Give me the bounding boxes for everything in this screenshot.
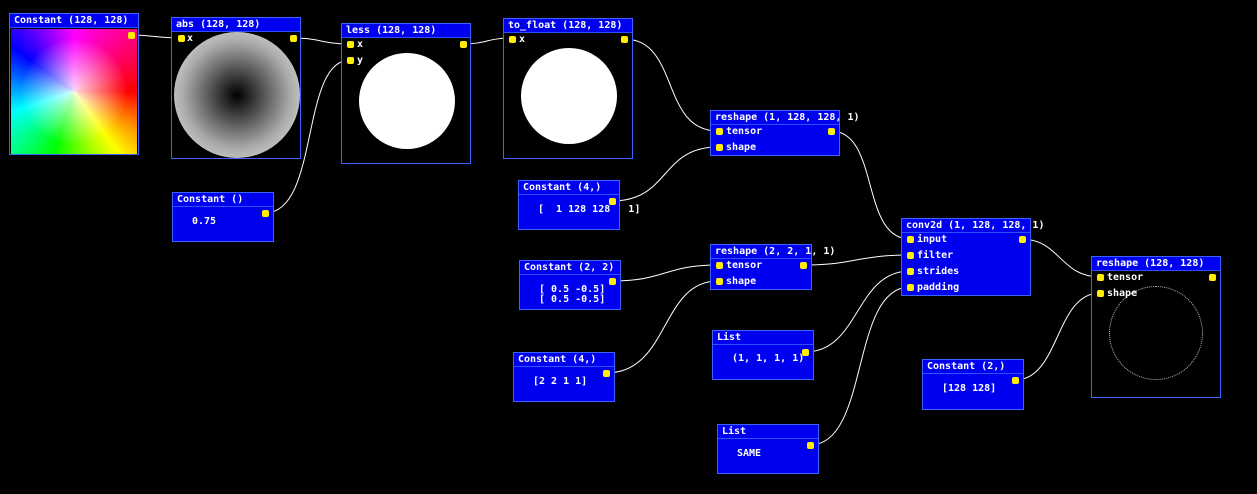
port-label-tensor: tensor	[1107, 272, 1144, 283]
node-reshape-3[interactable]: reshape (128, 128) tensor shape	[1091, 256, 1221, 398]
node-title: Constant ()	[173, 193, 273, 207]
node-constant-scalar[interactable]: Constant () 0.75	[172, 192, 274, 242]
port-label-x: x	[187, 33, 194, 44]
input-port-tensor[interactable]	[1097, 274, 1104, 281]
port-label-strides: strides	[917, 266, 960, 277]
output-port[interactable]	[828, 128, 835, 135]
node-value: (1, 1, 1, 1)	[732, 353, 805, 364]
input-port-x[interactable]	[509, 36, 516, 43]
node-title: to_float (128, 128)	[504, 19, 632, 33]
node-title: Constant (2, 2)	[520, 261, 620, 275]
node-title: Constant (4,)	[514, 353, 614, 367]
input-port-strides[interactable]	[907, 268, 914, 275]
output-port[interactable]	[1019, 236, 1026, 243]
input-port-y[interactable]	[347, 57, 354, 64]
node-abs[interactable]: abs (128, 128) x	[171, 17, 301, 159]
input-port-input[interactable]	[907, 236, 914, 243]
port-label-shape: shape	[726, 142, 757, 153]
edge-ring-image	[1109, 286, 1203, 380]
node-constant-filter[interactable]: Constant (2, 2) [ 0.5 -0.5] [ 0.5 -0.5]	[519, 260, 621, 310]
input-port-tensor[interactable]	[716, 262, 723, 269]
node-title: Constant (4,)	[519, 181, 619, 195]
node-title: abs (128, 128)	[172, 18, 300, 32]
port-label-shape: shape	[1107, 288, 1138, 299]
node-title: reshape (2, 2, 1, 1)	[711, 245, 835, 259]
node-title: List	[713, 331, 813, 345]
node-value-row-2: [ 0.5 -0.5]	[539, 294, 606, 305]
input-port-padding[interactable]	[907, 284, 914, 291]
port-label-x: x	[357, 39, 364, 50]
input-port-filter[interactable]	[907, 252, 914, 259]
node-list-strides[interactable]: List (1, 1, 1, 1)	[712, 330, 814, 380]
output-port[interactable]	[603, 370, 610, 377]
port-label-tensor: tensor	[726, 260, 763, 271]
input-port-shape[interactable]	[1097, 290, 1104, 297]
node-value: 0.75	[192, 216, 217, 227]
node-value: [ 1 128 128 1]	[538, 204, 641, 215]
port-label-y: y	[357, 55, 364, 66]
node-constant-out-shape[interactable]: Constant (2,) [128 128]	[922, 359, 1024, 410]
node-title: reshape (1, 128, 128, 1)	[711, 111, 860, 125]
input-port-x[interactable]	[178, 35, 185, 42]
white-disc-image	[521, 48, 617, 144]
output-port[interactable]	[609, 198, 616, 205]
gradient-disc-image	[174, 32, 300, 158]
node-reshape-1[interactable]: reshape (1, 128, 128, 1) tensor shape	[710, 110, 860, 156]
output-port[interactable]	[262, 210, 269, 217]
output-port[interactable]	[128, 32, 135, 39]
input-port-shape[interactable]	[716, 278, 723, 285]
node-list-padding[interactable]: List SAME	[717, 424, 819, 474]
port-label-filter: filter	[917, 250, 954, 261]
input-port-shape[interactable]	[716, 144, 723, 151]
node-reshape-2[interactable]: reshape (2, 2, 1, 1) tensor shape	[710, 244, 835, 290]
node-to-float[interactable]: to_float (128, 128) x	[503, 18, 633, 159]
node-title: less (128, 128)	[342, 24, 470, 38]
node-title: Constant (128, 128)	[10, 14, 138, 28]
port-label-padding: padding	[917, 282, 960, 293]
output-port[interactable]	[460, 41, 467, 48]
node-title: List	[718, 425, 818, 439]
output-port[interactable]	[609, 278, 616, 285]
node-constant-image[interactable]: Constant (128, 128)	[9, 13, 139, 155]
node-value-row-1: [ 0.5 -0.5]	[539, 284, 606, 295]
node-constant-filter-shape[interactable]: Constant (4,) [2 2 1 1]	[513, 352, 615, 402]
input-port-x[interactable]	[347, 41, 354, 48]
input-port-tensor[interactable]	[716, 128, 723, 135]
port-label-input: input	[917, 234, 948, 245]
node-title: Constant (2,)	[923, 360, 1023, 374]
node-value: SAME	[737, 448, 762, 459]
output-port[interactable]	[800, 262, 807, 269]
output-port[interactable]	[1209, 274, 1216, 281]
color-wheel-image	[11, 29, 137, 154]
port-label-shape: shape	[726, 276, 757, 287]
output-port[interactable]	[1012, 377, 1019, 384]
node-less[interactable]: less (128, 128) x y	[341, 23, 471, 164]
output-port[interactable]	[290, 35, 297, 42]
node-constant-shape-4[interactable]: Constant (4,) [ 1 128 128 1]	[518, 180, 640, 230]
port-label-x: x	[519, 34, 526, 45]
output-port[interactable]	[802, 349, 809, 356]
node-value: [128 128]	[942, 383, 997, 394]
output-port[interactable]	[621, 36, 628, 43]
node-value: [2 2 1 1]	[533, 376, 588, 387]
output-port[interactable]	[807, 442, 814, 449]
node-title: conv2d (1, 128, 128, 1)	[902, 219, 1044, 233]
node-conv2d[interactable]: conv2d (1, 128, 128, 1) input filter str…	[901, 218, 1044, 296]
node-title: reshape (128, 128)	[1092, 257, 1220, 271]
port-label-tensor: tensor	[726, 126, 763, 137]
white-disc-image	[359, 53, 455, 149]
